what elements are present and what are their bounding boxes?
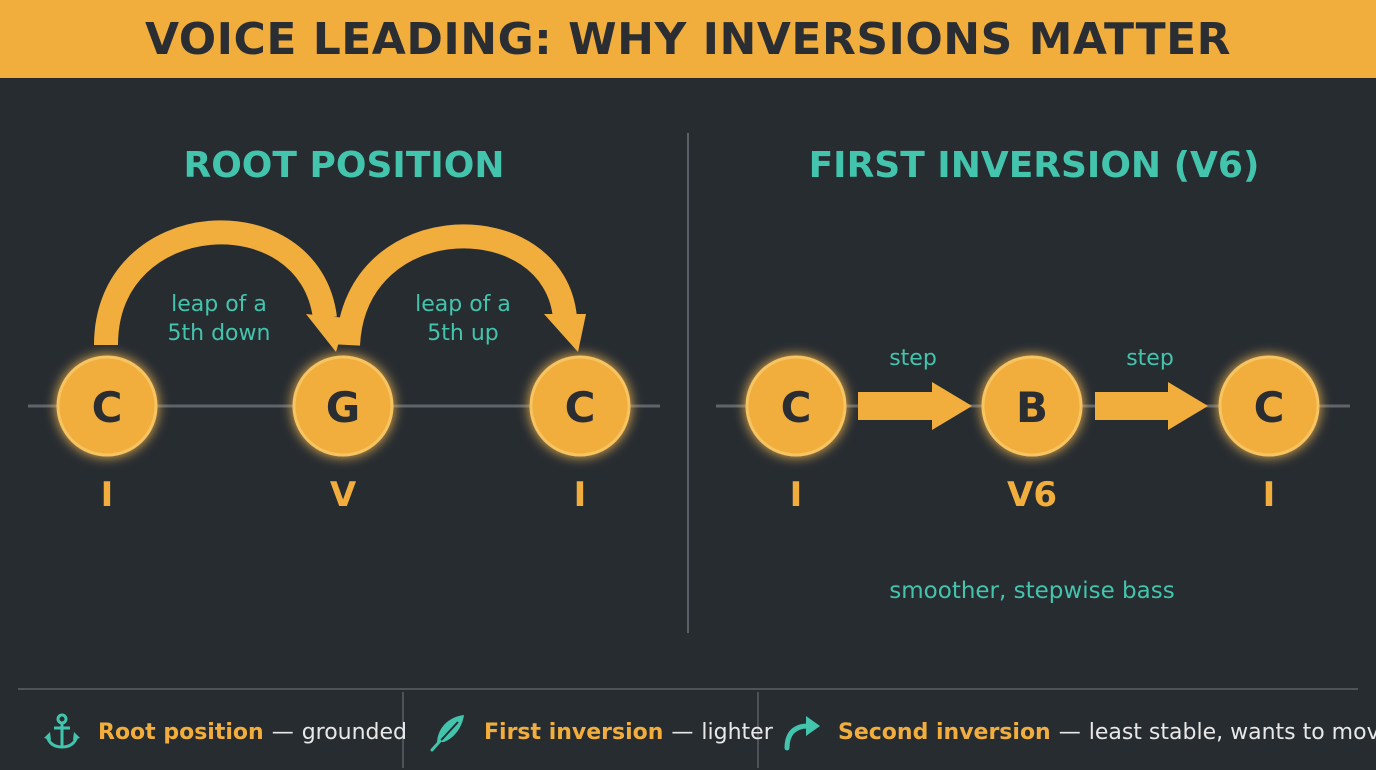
leap-label-1-line1: leap of a (171, 292, 267, 317)
anchor-icon (44, 713, 80, 749)
legend-divider-1 (402, 692, 404, 768)
root-node-1-note: C (92, 383, 123, 432)
step-arrow-2 (1095, 382, 1208, 430)
leap-label-1-line2: 5th down (168, 321, 271, 346)
root-node-2: G (292, 355, 394, 457)
leap-label-2-line2: 5th up (427, 321, 498, 346)
root-node-1: C (56, 355, 158, 457)
first-inversion-caption: smoother, stepwise bass (889, 578, 1174, 604)
feather-icon (430, 715, 464, 752)
first-node-1: C (745, 355, 847, 457)
legend-root-desc: grounded (301, 719, 408, 745)
leap-label-2-line1: leap of a (415, 292, 511, 317)
legend-item-root: Root position — grounded (42, 700, 407, 764)
legend-second-dash: — (1058, 719, 1081, 745)
root-position-title: ROOT POSITION (183, 144, 505, 186)
root-numeral-1: I (101, 475, 114, 515)
legend-first-desc: lighter (701, 719, 773, 745)
leap-arrow-2 (336, 224, 586, 352)
first-numeral-1: I (790, 475, 803, 515)
step-label-2: step (1126, 346, 1174, 371)
legend-root-dash: — (271, 719, 294, 745)
step-arrow-1 (858, 382, 972, 430)
root-node-2-note: G (326, 383, 360, 432)
first-node-2: B (981, 355, 1083, 457)
legend: Root position — grounded First inversion… (18, 688, 1376, 770)
first-numeral-3: I (1263, 475, 1276, 515)
legend-root-key: Root position (98, 719, 264, 745)
first-node-1-note: C (781, 383, 812, 432)
first-numeral-2: V6 (1007, 475, 1057, 515)
first-node-3: C (1218, 355, 1320, 457)
legend-first-key: First inversion (484, 719, 664, 745)
curved-arrow-icon (784, 716, 820, 751)
first-inversion-title: FIRST INVERSION (V6) (808, 144, 1260, 186)
leap-arrow-1 (94, 220, 346, 352)
root-node-3-note: C (565, 383, 596, 432)
title-banner: VOICE LEADING: WHY INVERSIONS MATTER (0, 0, 1376, 78)
legend-divider-2 (757, 692, 759, 768)
step-label-1: step (889, 346, 937, 371)
legend-second-desc: least stable, wants to move (1088, 719, 1376, 745)
first-node-3-note: C (1254, 383, 1285, 432)
legend-first-dash: — (671, 719, 694, 745)
panel-divider (687, 133, 689, 633)
root-node-3: C (529, 355, 631, 457)
legend-item-second: Second inversion — least stable, wants t… (782, 700, 1376, 764)
page-title: VOICE LEADING: WHY INVERSIONS MATTER (144, 13, 1232, 65)
root-numeral-3: I (574, 475, 587, 515)
first-node-2-note: B (1016, 383, 1048, 432)
root-numeral-2: V (330, 475, 357, 515)
legend-item-first: First inversion — lighter (428, 700, 773, 764)
legend-second-key: Second inversion (838, 719, 1051, 745)
